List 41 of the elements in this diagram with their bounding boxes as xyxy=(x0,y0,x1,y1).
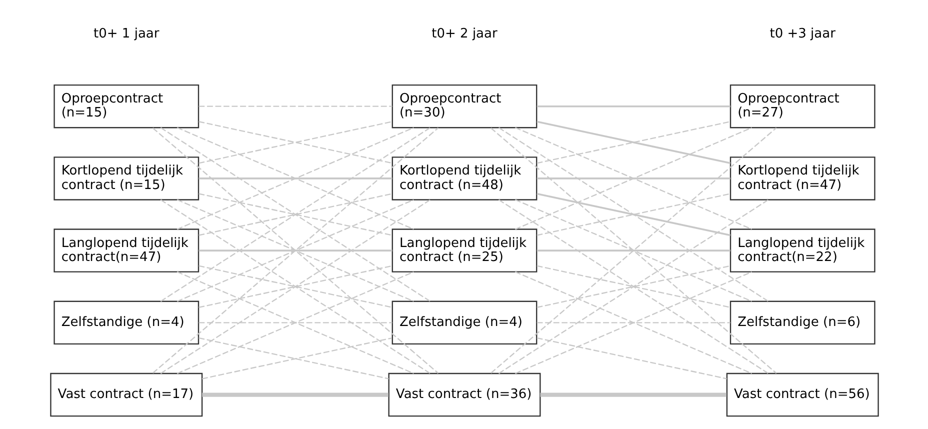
node-box: Kortlopend tijdelijk contract (n=47) xyxy=(729,156,875,200)
connector xyxy=(198,193,392,236)
connector xyxy=(514,199,752,302)
connector xyxy=(160,199,430,374)
connector xyxy=(536,105,730,108)
connector xyxy=(536,250,730,252)
node-box: Vast contract (n=36) xyxy=(388,372,540,417)
connector xyxy=(176,127,414,230)
connector xyxy=(198,121,392,164)
node-box: Zelfstandige (n=4) xyxy=(391,300,537,345)
label: t0+ 1 jaar xyxy=(93,26,159,42)
node-box: Oproepcontract (n=15) xyxy=(53,84,199,128)
connector xyxy=(536,337,726,380)
connector xyxy=(498,127,768,302)
node-box: Langlopend tijdelijk contract(n=22) xyxy=(729,228,875,272)
node-box: Oproepcontract (n=27) xyxy=(729,84,875,128)
connector xyxy=(198,322,392,324)
node-box: Oproepcontract (n=30) xyxy=(391,84,537,128)
connector xyxy=(498,199,768,374)
connector xyxy=(536,265,730,308)
node-box: Langlopend tijdelijk contract (n=25) xyxy=(391,228,537,272)
label: t0+ 2 jaar xyxy=(431,26,497,42)
node-box: Vast contract (n=17) xyxy=(50,372,202,417)
connector xyxy=(198,265,392,308)
connector xyxy=(202,392,388,397)
connector xyxy=(198,250,392,252)
node-box: Langlopend tijdelijk contract(n=47) xyxy=(53,228,199,272)
label: t0 +3 jaar xyxy=(769,26,835,42)
node-box: Vast contract (n=56) xyxy=(726,372,878,417)
connector xyxy=(160,127,430,302)
connector xyxy=(514,127,752,230)
connector xyxy=(176,199,414,302)
connector xyxy=(198,106,392,107)
connector xyxy=(536,322,730,324)
connector xyxy=(536,178,730,180)
connector xyxy=(198,178,392,180)
node-box: Kortlopend tijdelijk contract (n=15) xyxy=(53,156,199,200)
node-box: Zelfstandige (n=6) xyxy=(729,300,875,345)
connector xyxy=(540,392,726,397)
node-box: Zelfstandige (n=4) xyxy=(53,300,199,345)
node-box: Kortlopend tijdelijk contract (n=48) xyxy=(391,156,537,200)
